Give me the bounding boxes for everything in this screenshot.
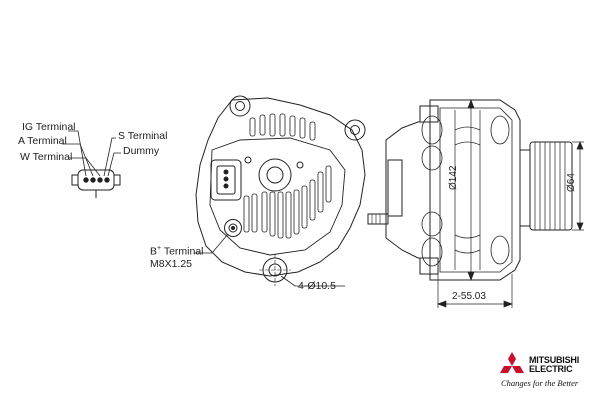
b-terminal-label: B+ Terminal — [150, 243, 204, 258]
b-terminal-plus: + — [157, 245, 162, 252]
w-terminal-label: W Terminal — [20, 151, 73, 163]
body-diameter-label: Ø142 — [448, 165, 459, 190]
mounting-holes-label: 4-Ø10.5 — [298, 280, 336, 292]
b-terminal-thread: M8X1.25 — [150, 258, 193, 270]
pulley-diameter-label: Ø64 — [566, 173, 577, 192]
a-terminal-label: A Terminal — [18, 135, 67, 147]
b-terminal-leader — [194, 233, 229, 254]
brand-line1: MITSUBISHI — [529, 355, 580, 365]
brand-line2: ELECTRIC — [529, 364, 573, 374]
ig-terminal-label: IG Terminal — [22, 121, 76, 133]
b-terminal-letter: B — [150, 245, 158, 258]
holes-leader — [280, 275, 345, 287]
brand-tagline: Changes for the Better — [501, 378, 579, 388]
dummy-label: Dummy — [123, 145, 160, 157]
offset-dimension-label: 2-55.03 — [452, 291, 486, 302]
three-diamonds-icon — [500, 352, 524, 373]
alternator-side-view — [367, 99, 573, 281]
connector-plug — [71, 169, 121, 198]
mitsubishi-electric-logo: MITSUBISHI ELECTRIC Changes for the Bett… — [497, 352, 597, 392]
s-terminal-label: S Terminal — [118, 130, 168, 142]
b-terminal-word: Terminal — [161, 245, 204, 258]
connector-leaders — [62, 130, 121, 177]
dimension-lines — [437, 99, 584, 308]
alternator-rear-view — [195, 95, 366, 286]
